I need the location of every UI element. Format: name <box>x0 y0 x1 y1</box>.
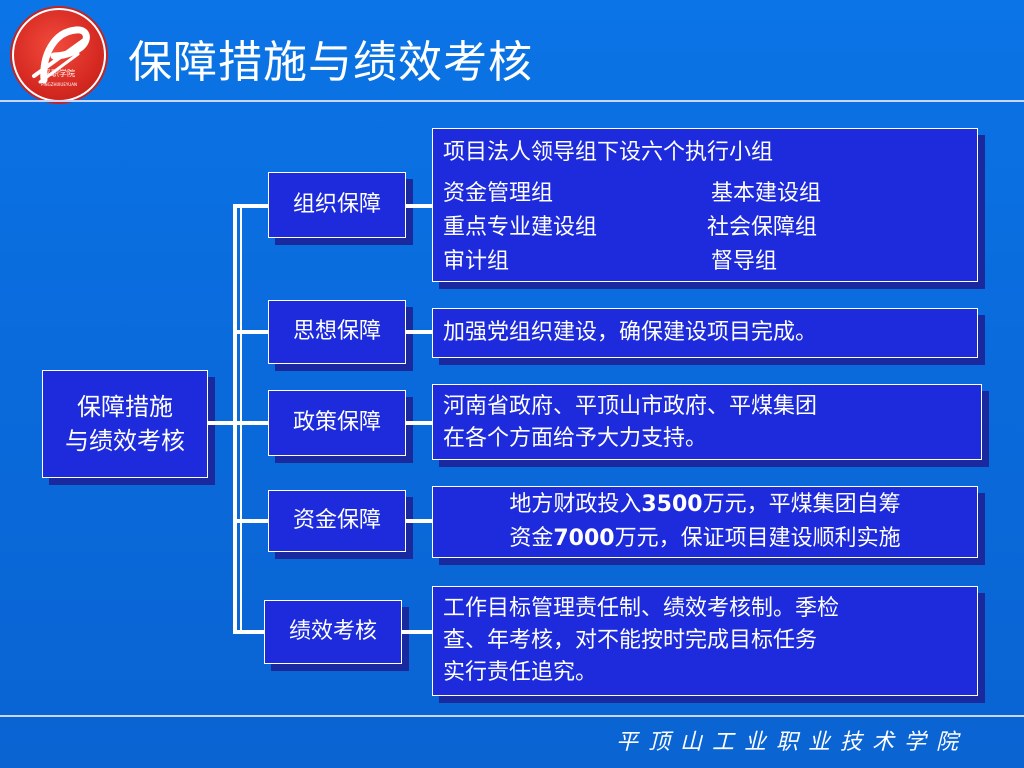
root-node: 保障措施 与绩效考核 <box>42 370 208 478</box>
root-line-2: 与绩效考核 <box>65 427 185 455</box>
connector-branch-detail-5 <box>402 630 432 634</box>
logo-subtext: PINGZHIXUEYUAN <box>41 82 77 87</box>
detail-policy: 河南省政府、平顶山市政府、平煤集团 在各个方面给予大力支持。 <box>432 384 982 460</box>
connector-branch-detail-3 <box>406 421 432 425</box>
detail-org-row-3: 审计组 督导组 <box>443 245 967 279</box>
connector-trunk-branch-3 <box>233 421 268 425</box>
detail-funds-line-1: 地方财政投入3500万元，平煤集团自筹 <box>509 488 900 522</box>
branch-performance-label: 绩效考核 <box>288 619 377 644</box>
connector-trunk-branch-5 <box>233 630 264 634</box>
detail-org-row-2: 重点专业建设组 社会保障组 <box>443 211 967 245</box>
detail-org-cell-3-2: 督导组 <box>711 249 778 274</box>
detail-org-cell-2-1: 重点专业建设组 <box>443 215 598 240</box>
detail-funds-line-2: 资金7000万元，保证项目建设顺利实施 <box>509 522 900 556</box>
detail-funds-line-1-a: 地方财政投入 <box>509 492 642 517</box>
branch-org-label: 组织保障 <box>292 192 381 217</box>
connector-branch-detail-4 <box>406 519 432 523</box>
detail-org-cell-1-1: 资金管理组 <box>443 181 554 206</box>
connector-branch-detail-1 <box>406 204 432 208</box>
detail-performance-line-1: 工作目标管理责任制、绩效考核制。季检 <box>443 596 840 621</box>
connector-trunk-branch-2 <box>233 330 268 334</box>
detail-funds-line-1-c: 万元，平煤集团自筹 <box>702 492 901 517</box>
footer-college-name: 平顶山工业职业技术学院 <box>615 730 968 755</box>
detail-performance: 工作目标管理责任制、绩效考核制。季检 查、年考核，对不能按时完成目标任务 实行责… <box>432 586 978 696</box>
detail-funds-line-2-a: 资金 <box>509 526 554 551</box>
detail-org: 项目法人领导组下设六个执行小组 资金管理组基本建设组 重点专业建设组社会保障组 … <box>432 128 978 282</box>
connector-branch-detail-2 <box>406 330 432 334</box>
branch-funds-label: 资金保障 <box>292 508 381 533</box>
detail-org-cell-2-2: 社会保障组 <box>707 215 818 240</box>
detail-org-row-1: 资金管理组 基本建设组 <box>443 177 967 211</box>
detail-performance-line-2: 查、年考核，对不能按时完成目标任务 <box>443 628 818 653</box>
connector-trunk-branch-4 <box>233 519 268 523</box>
detail-performance-line-3: 实行责任追究。 <box>443 660 598 685</box>
detail-org-cell-1-2: 基本建设组 <box>711 181 822 206</box>
branch-performance: 绩效考核 <box>264 600 402 664</box>
college-logo: 平职学院 PINGZHIXUEYUAN <box>12 8 106 102</box>
logo-emblem-icon: 平职学院 PINGZHIXUEYUAN <box>32 26 90 87</box>
detail-funds-line-2-c: 万元，保证项目建设顺利实施 <box>614 526 901 551</box>
detail-policy-line-2: 在各个方面给予大力支持。 <box>443 426 708 451</box>
detail-ideology: 加强党组织建设，确保建设项目完成。 <box>432 308 978 358</box>
branch-org: 组织保障 <box>268 172 406 238</box>
connector-trunk-branch-1 <box>233 204 268 208</box>
detail-funds-amount-2: 7000 <box>553 526 615 551</box>
logo-text: 平职学院 <box>43 68 75 78</box>
header-divider <box>0 100 1024 102</box>
branch-policy: 政策保障 <box>268 390 406 456</box>
detail-org-cell-3-1: 审计组 <box>443 249 510 274</box>
detail-funds-amount-1: 3500 <box>641 492 703 517</box>
branch-ideology-label: 思想保障 <box>292 319 381 344</box>
root-line-1: 保障措施 <box>77 393 173 421</box>
branch-policy-label: 政策保障 <box>292 410 381 435</box>
detail-funds: 地方财政投入3500万元，平煤集团自筹 资金7000万元，保证项目建设顺利实施 <box>432 486 978 558</box>
branch-ideology: 思想保障 <box>268 300 406 364</box>
branch-funds: 资金保障 <box>268 490 406 552</box>
footer-divider <box>0 715 1024 717</box>
connector-root-trunk <box>208 421 235 425</box>
page-title: 保障措施与绩效考核 <box>128 37 533 88</box>
detail-ideology-line-1: 加强党组织建设，确保建设项目完成。 <box>443 320 818 345</box>
connector-trunk-inner <box>240 208 242 630</box>
detail-policy-line-1: 河南省政府、平顶山市政府、平煤集团 <box>443 394 818 419</box>
detail-org-heading: 项目法人领导组下设六个执行小组 <box>443 140 774 165</box>
connector-trunk-outer <box>233 204 237 634</box>
